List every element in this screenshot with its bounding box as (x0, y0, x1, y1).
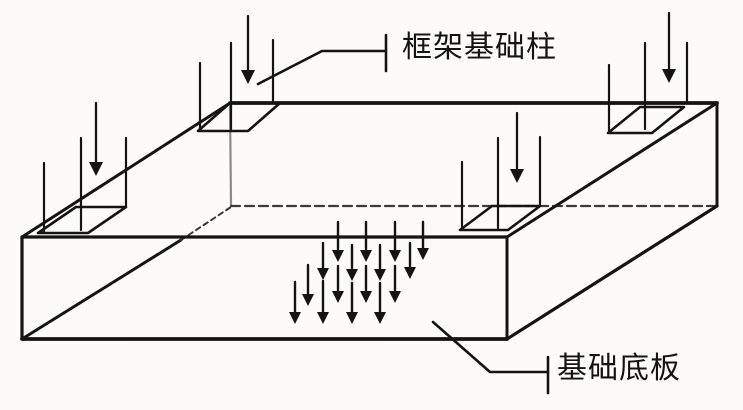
pressure-arrow-10-head (374, 269, 386, 281)
column-load-arrow-front-left-head (89, 162, 103, 176)
pressure-arrow-3 (317, 279, 329, 324)
pressure-arrow-10 (374, 243, 386, 281)
pressure-arrow-2 (317, 241, 329, 280)
pressure-arrow-6-head (346, 269, 358, 281)
column-base-back-left (196, 101, 282, 133)
column-base-front-right (458, 204, 542, 232)
column-load-arrow-front-right (510, 111, 524, 183)
base-slab-leader (431, 320, 550, 395)
pressure-arrow-4 (332, 220, 344, 262)
pressure-arrow-14-head (404, 267, 416, 279)
foundation-column-front-right (458, 111, 542, 232)
pressure-arrow-7 (346, 281, 358, 324)
pressure-arrow-11 (374, 281, 386, 324)
column-base-back-right (606, 105, 686, 135)
pressure-arrow-5 (332, 264, 344, 303)
pressure-arrow-6 (346, 243, 358, 281)
foundation-column-back-left (196, 14, 282, 133)
column-load-arrow-back-left (241, 14, 255, 84)
pressure-arrow-9 (360, 264, 372, 303)
pressure-arrow-15-head (417, 248, 429, 260)
column-load-arrow-front-right-head (510, 169, 524, 183)
pressure-arrow-0-head (289, 312, 301, 324)
pressure-arrows (289, 220, 429, 324)
pressure-arrow-1 (302, 263, 314, 306)
slab-edge-8 (505, 204, 719, 341)
pressure-arrow-15 (417, 220, 429, 260)
pressure-arrow-12-head (389, 250, 401, 262)
pressure-arrow-1-head (302, 294, 314, 306)
pressure-arrow-4-head (332, 250, 344, 262)
pressure-arrow-8 (360, 220, 372, 262)
column-load-arrow-front-left (89, 101, 103, 176)
slab-edge-4 (505, 101, 719, 239)
column-load-arrow-back-left-head (241, 70, 255, 84)
frame-column-leader-line (256, 49, 388, 86)
pressure-arrow-5-head (332, 291, 344, 303)
frame-column-label: 框架基础柱 (402, 31, 557, 64)
frame-column-leader (256, 33, 388, 86)
pressure-arrow-13-head (389, 291, 401, 303)
pressure-arrow-7-head (346, 312, 358, 324)
pressure-arrow-11-head (374, 312, 386, 324)
pressure-arrow-8-head (360, 250, 372, 262)
foundation-column-front-left (36, 101, 128, 235)
pressure-arrow-13 (389, 264, 401, 303)
pressure-arrow-9-head (360, 291, 372, 303)
base-slab-leader-line (431, 320, 550, 374)
pressure-arrow-3-head (317, 312, 329, 324)
column-load-arrow-back-right (662, 11, 676, 83)
foundation-column-back-right (606, 11, 689, 135)
base-slab-label: 基础底板 (557, 352, 681, 385)
pressure-arrow-12 (389, 220, 401, 262)
pressure-arrow-2-head (317, 268, 329, 280)
pressure-arrow-0 (289, 280, 301, 324)
slab-hidden-edge-3 (180, 206, 232, 241)
column-load-arrow-back-right-head (662, 69, 676, 83)
slab-hidden-edge-2 (20, 238, 183, 341)
pressure-arrow-14 (404, 241, 416, 279)
